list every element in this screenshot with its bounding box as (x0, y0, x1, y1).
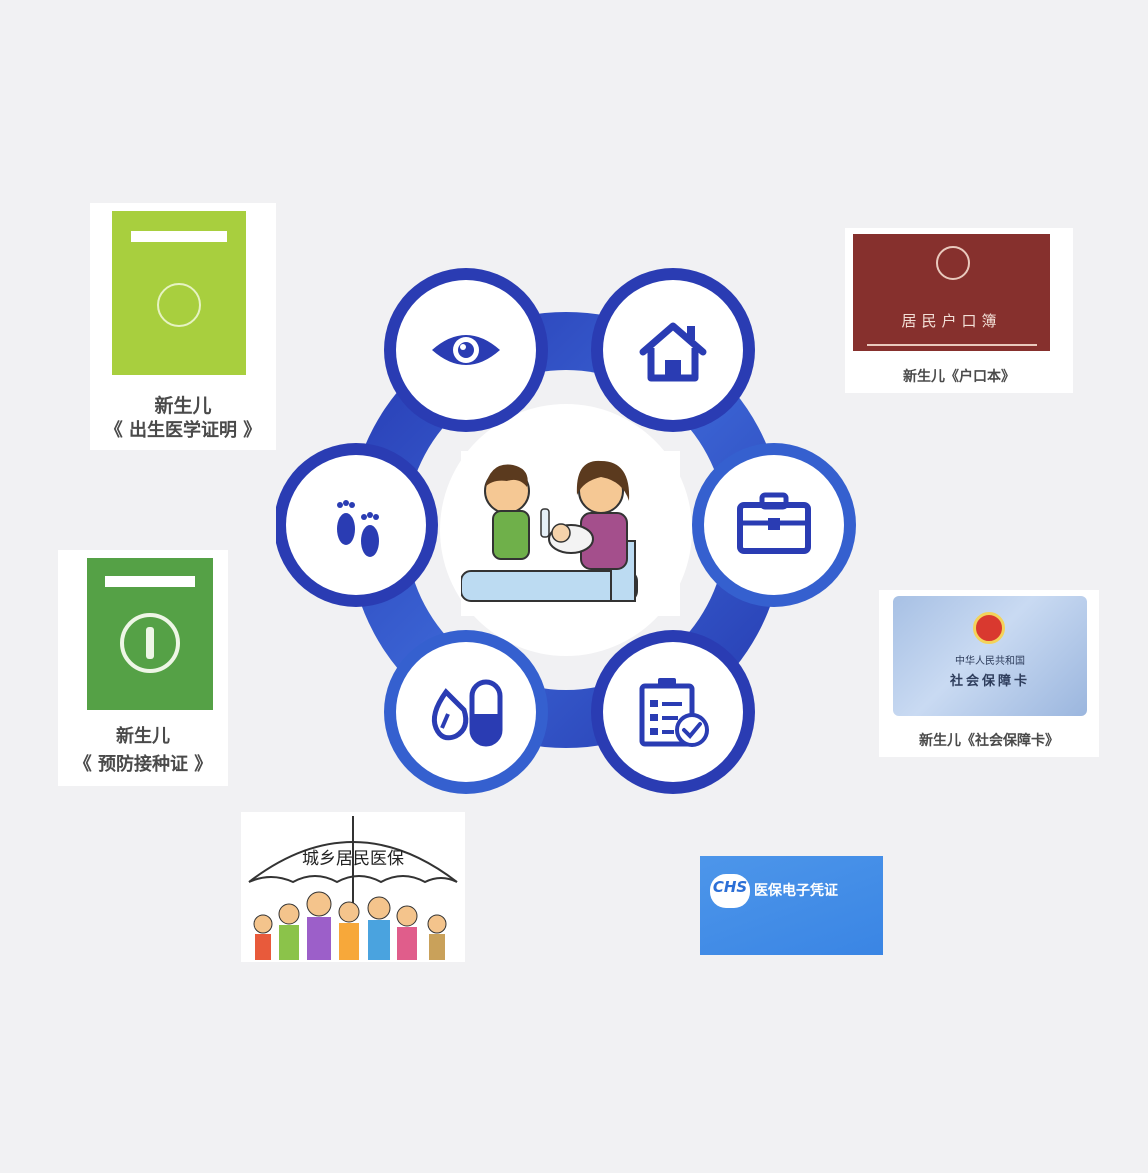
hukou-caption: 新生儿《户口本》 (903, 369, 1015, 385)
vaccination-book (87, 558, 213, 710)
hukou-divider (867, 344, 1037, 346)
briefcase-icon (737, 492, 811, 554)
birth-caption-line1: 新生儿 (154, 395, 212, 417)
satellite-footprints (276, 443, 438, 607)
checklist-icon (639, 678, 709, 747)
umbrella-family-illustration: 城乡居民医保 (248, 816, 458, 960)
hukou-book: 居民户口簿 (853, 234, 1050, 351)
hukou-book-title: 居民户口簿 (901, 312, 1002, 330)
national-emblem-icon (936, 246, 970, 280)
vaccination-certificate-card[interactable]: 新生儿 《 预防接种证 》 (58, 550, 228, 786)
social-security-card-face: 中华人民共和国 社会保障卡 (893, 596, 1087, 716)
vaccination-caption-line1: 新生儿 (116, 726, 170, 747)
house-icon (639, 322, 707, 382)
satellite-checklist (591, 630, 755, 794)
urban-rural-insurance-card[interactable]: 城乡居民医保 (241, 812, 465, 962)
vaccination-caption-line2: 《 预防接种证 》 (73, 754, 213, 775)
national-emblem-icon (157, 283, 201, 327)
satellite-house (591, 268, 755, 432)
family-newborn-illustration (460, 451, 680, 616)
eye-icon (432, 335, 500, 365)
vaccination-emblem-icon (120, 613, 180, 673)
evoucher-label: 医保电子凭证 (754, 883, 838, 899)
medical-evoucher-banner[interactable]: CHS 医保电子凭证 (700, 856, 883, 955)
birth-caption-line2: 《 出生医学证明 》 (104, 420, 262, 441)
ss-card-line2: 社会保障卡 (949, 674, 1030, 689)
birth-certificate-card[interactable]: 新生儿 《 出生医学证明 》 (90, 203, 276, 450)
footprints-icon (337, 500, 379, 557)
book-title-bar (105, 576, 195, 587)
ss-caption: 新生儿《社会保障卡》 (919, 733, 1059, 749)
book-title-bar (131, 231, 227, 242)
pills-icon (431, 679, 503, 747)
hukou-card[interactable]: 居民户口簿 新生儿《户口本》 (845, 228, 1073, 393)
birth-certificate-book (112, 211, 246, 375)
umbrella-text: 城乡居民医保 (302, 849, 404, 869)
ss-card-line1: 中华人民共和国 (955, 656, 1025, 667)
social-security-card[interactable]: 中华人民共和国 社会保障卡 新生儿《社会保障卡》 (879, 590, 1099, 757)
chs-logo-icon: CHS (710, 874, 750, 908)
national-emblem-icon (973, 612, 1005, 644)
